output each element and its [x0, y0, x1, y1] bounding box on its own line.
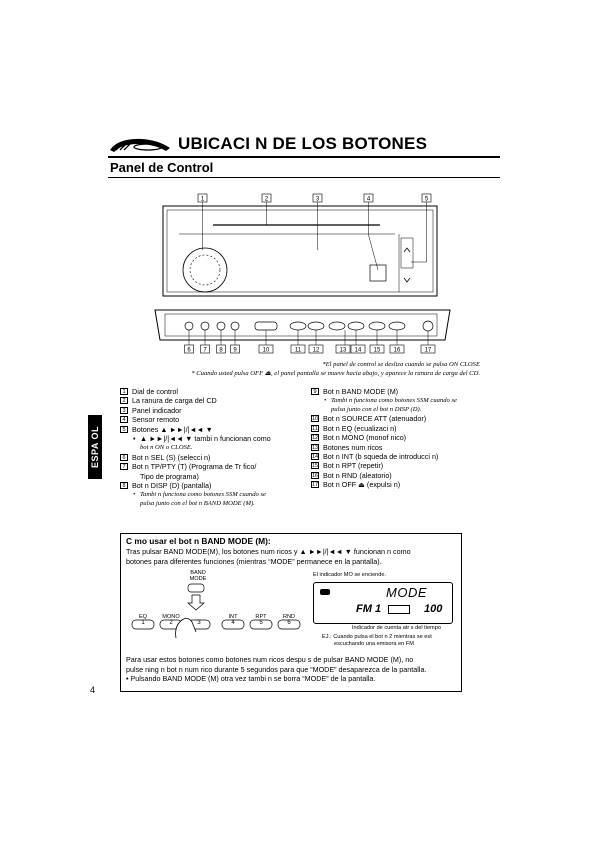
box-intro: Tras pulsar BAND MODE(M), los botones nu… — [126, 547, 411, 566]
box-intro-line: Tras pulsar BAND MODE(M), los botones nu… — [126, 547, 411, 556]
section-rule — [108, 177, 500, 178]
arrow-down-icon — [187, 594, 205, 611]
indicator-label: El indicador MO se enciende. — [313, 572, 387, 578]
callout-1: 1 — [201, 197, 205, 203]
finger-icon — [175, 618, 197, 639]
panel-notes: *El panel de control se desliza cuando s… — [108, 360, 480, 378]
callout-4: 4 — [367, 197, 371, 203]
callout-5: 5 — [425, 197, 429, 203]
example-label-cont: escuchando una emisora en FM — [334, 641, 414, 647]
band-mode-key-label: BAND MODE — [189, 570, 207, 582]
legend-subitem-cont: bot n ON o CLOSE. — [140, 444, 193, 452]
callout-17: 17 — [425, 348, 432, 354]
key-number-6: 6 — [287, 620, 291, 626]
key-number-2: 2 — [169, 620, 173, 626]
callout-14: 14 — [355, 348, 362, 354]
note-2: * Cuando usted pulsa OFF ⏏, el panel pan… — [191, 370, 480, 377]
lcd-mode-text: MODE — [386, 585, 427, 600]
keypad-illustration — [131, 583, 301, 639]
key-label-int: INT — [228, 614, 238, 620]
box-outro: Para usar estos botones como botones num… — [126, 655, 426, 684]
lcd-display: MODE FM 1 100 — [313, 582, 453, 624]
legend-note: Tambi n funciona como botones SSM cuando… — [311, 396, 501, 405]
callout-15: 15 — [374, 348, 381, 354]
language-tab: ESPA OL — [88, 415, 102, 479]
lcd-freq-text: 100 — [424, 603, 443, 615]
box-heading: C mo usar el bot n BAND MODE (M): — [126, 536, 271, 546]
legend-note-cont: pulsa junto con el bot n DISP (D). — [331, 406, 422, 414]
timer-label: Indicador de cuenta atr s del tiempo — [352, 625, 441, 631]
car-logo-icon — [110, 138, 170, 152]
key-label-eq: EQ — [138, 614, 148, 620]
remote-sensor — [369, 264, 387, 282]
key-label-rnd: RND — [282, 614, 296, 620]
callout-10: 10 — [263, 348, 270, 354]
band-mode-key — [187, 583, 205, 593]
title-rule — [108, 156, 500, 158]
front-panel — [162, 205, 438, 297]
legend-note-cont: pulsa junto con el bot n BAND MODE (M). — [140, 500, 255, 508]
mo-indicator — [320, 589, 330, 595]
legend-note: Tambi n funciona como botones SSM cuando… — [120, 490, 310, 499]
callout-6: 6 — [187, 348, 191, 354]
callout-11: 11 — [295, 348, 302, 354]
lcd-band-text: FM 1 — [356, 603, 382, 615]
example-label: EJ.: Cuando pulsa el bot n 2 mientras se… — [322, 634, 432, 640]
section-title: Panel de Control — [110, 160, 214, 175]
key-number-5: 5 — [259, 620, 263, 626]
key-number-4: 4 — [231, 620, 235, 626]
box-outro-line: pulse ning n bot n num rico durante 5 se… — [126, 664, 427, 674]
callout-7: 7 — [203, 348, 207, 354]
callout-13: 13 — [340, 348, 347, 354]
control-dial — [182, 247, 228, 293]
control-panel-illustration: 1 2 3 4 5 — [154, 193, 451, 354]
key-label-rpt: RPT — [255, 614, 267, 620]
callout-12: 12 — [313, 348, 320, 354]
legend-subitem: ▲ ►►|/|◄◄ ▼ tambi n funcionan como — [120, 434, 310, 444]
page-number: 4 — [90, 685, 96, 695]
box-intro-line: botones para diferentes funciones (mient… — [126, 556, 382, 566]
language-tab-label: ESPA OL — [90, 425, 100, 469]
key-number-1: 1 — [141, 620, 145, 626]
key-number-3: 3 — [197, 620, 201, 626]
page-title: UBICACI N DE LOS BOTONES — [178, 134, 428, 153]
box-outro-line: Para usar estos botones como botones num… — [126, 655, 414, 664]
note-1: *El panel de control se desliza cuando s… — [322, 361, 480, 368]
callout-8: 8 — [219, 348, 223, 354]
box-outro-bullet: • Pulsando BAND MODE (M) otra vez tambi … — [126, 674, 376, 684]
legend-item-cont: Tipo de programa) — [140, 471, 199, 481]
callout-9: 9 — [233, 348, 237, 354]
callout-16: 16 — [394, 348, 401, 354]
callout-2: 2 — [265, 197, 269, 203]
callout-3: 3 — [316, 197, 320, 203]
key-label-mono: MONO — [162, 614, 180, 620]
lcd-timer-icon — [388, 605, 410, 614]
